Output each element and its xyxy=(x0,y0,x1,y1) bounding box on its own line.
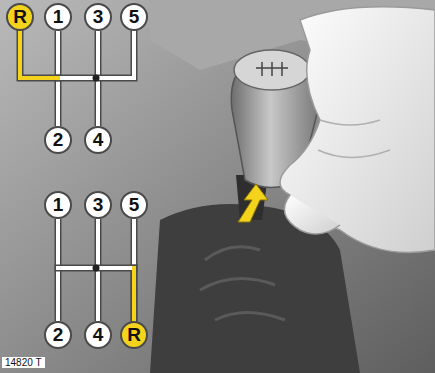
thumb xyxy=(284,195,340,234)
gear-circle: 4 xyxy=(84,126,112,154)
gate-bar-outline xyxy=(58,265,134,272)
reverse-gear-circle: R xyxy=(6,3,34,31)
neutral-dot xyxy=(93,75,100,82)
lift-arrow xyxy=(238,184,268,222)
gear-circle: 4 xyxy=(84,321,112,349)
boot-folds xyxy=(200,247,285,320)
gear-circle: 5 xyxy=(120,191,148,219)
hand xyxy=(280,7,435,253)
gear-number: 2 xyxy=(53,325,64,345)
gear-number: 5 xyxy=(129,7,140,27)
gear-circle: 1 xyxy=(44,191,72,219)
gear-number: 1 xyxy=(53,195,64,215)
reverse-gear-circle: R xyxy=(120,321,148,349)
gear-number: 4 xyxy=(93,325,104,345)
gear-circle: 2 xyxy=(44,321,72,349)
gear-circle: 3 xyxy=(84,191,112,219)
gate-bar-outline xyxy=(58,31,134,78)
gear-number: R xyxy=(13,7,27,27)
reverse-gate xyxy=(132,268,136,321)
finger-creases xyxy=(318,120,390,158)
gate-line xyxy=(134,219,135,321)
gear-circle: 5 xyxy=(120,3,148,31)
gear-number: 5 xyxy=(129,195,140,215)
gear-number: 1 xyxy=(53,7,64,27)
gear-number: 2 xyxy=(53,130,64,150)
gear-number: 3 xyxy=(93,7,104,27)
gear-number: R xyxy=(127,325,141,345)
knob-top xyxy=(234,50,310,90)
reverse-gate-outline xyxy=(131,268,138,321)
reverse-gate-outline xyxy=(20,31,58,78)
gate-bar xyxy=(58,31,134,78)
gear-circle: 3 xyxy=(84,3,112,31)
gear-circle: 1 xyxy=(44,3,72,31)
figure-code: 14820 T xyxy=(2,357,45,368)
gate-fill xyxy=(20,31,134,321)
gate-line-fill xyxy=(132,219,136,321)
gate-outline xyxy=(20,31,134,321)
gear-circle: 2 xyxy=(44,126,72,154)
knob-shift-pattern xyxy=(256,62,288,76)
reverse-gate xyxy=(20,31,58,78)
neutral-dot xyxy=(93,265,100,272)
gear-number: 3 xyxy=(93,195,104,215)
gear-number: 4 xyxy=(93,130,104,150)
